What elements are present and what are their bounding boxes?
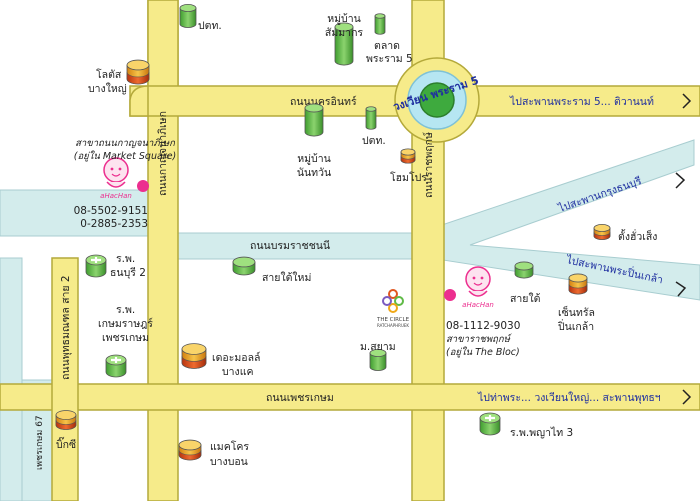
branch-phone: 08-1112-9030 bbox=[446, 320, 520, 332]
label-hosp-thonburi2: ร.พ. bbox=[116, 253, 135, 265]
arrow-right-icon bbox=[682, 389, 692, 405]
label-makro-2: บางบอน bbox=[210, 456, 248, 468]
label-moo-ban-nanthawan-2: นันทวัน bbox=[297, 167, 331, 179]
label-central: เซ็นทรัล bbox=[558, 305, 595, 319]
branch-note: (อยู่ใน The Bloc) bbox=[446, 346, 520, 358]
moo-ban-nanthawan-marker bbox=[304, 103, 324, 137]
lotus-marker bbox=[126, 59, 150, 85]
arrow-right-icon bbox=[682, 93, 692, 109]
label-hosp-kasemrat-2: เกษมราษฎร์ bbox=[98, 317, 153, 330]
label-central-2: ปิ่นเกล้า bbox=[558, 319, 594, 333]
label-hosp-kasemrat: ร.พ. bbox=[116, 304, 135, 316]
label-hosp-kasemrat-3: เพชรเกษม bbox=[102, 332, 149, 344]
road-label-kanchanaphisek: ถนนกาญจนาภิเษก bbox=[157, 111, 169, 196]
ptt-top-marker bbox=[179, 4, 197, 28]
tang-hua-seng-marker bbox=[593, 223, 611, 240]
label-the-mall: เดอะมอลล์ bbox=[212, 351, 260, 364]
branch-market-square: สาขาถนนกาญจนาภิเษก (อยู่ใน Market Square… bbox=[74, 138, 177, 230]
road-label-ratchaphruek: ถนนราชพฤกษ์ bbox=[422, 132, 435, 198]
label-sai-tai-mai: สายใต้ใหม่ bbox=[262, 271, 311, 284]
branch-phone-1: 08-5502-9151 bbox=[74, 205, 148, 217]
ptt-mid-marker bbox=[365, 106, 377, 130]
road-labels: ถนนนครอินทร์ ถนนบรมราชชนนี ถนนเพชรเกษม ถ… bbox=[35, 95, 435, 470]
makro-marker bbox=[178, 439, 202, 461]
road-label-borommaratchachonnani: ถนนบรมราชชนนี bbox=[250, 239, 330, 252]
branch-name: สาขาราชพฤกษ์ bbox=[446, 333, 512, 345]
label-makro: แมคโคร bbox=[210, 440, 249, 453]
road-label-phetkasem-67: เพชรเกษม 67 bbox=[35, 415, 45, 470]
road-label-nakhon-in: ถนนนครอินทร์ bbox=[290, 95, 357, 108]
label-lotus: โลตัส bbox=[96, 68, 122, 81]
hospital-cross-icon bbox=[91, 257, 101, 263]
arrow-right-icon bbox=[675, 172, 686, 189]
roundabout bbox=[394, 57, 480, 143]
pin-the-bloc bbox=[444, 289, 456, 301]
pin-market-square bbox=[137, 180, 149, 192]
road-label-phutthamonthon-sai2: ถนนพุทธมณฑล สาย 2 bbox=[60, 275, 72, 380]
label-talad-rama5: ตลาด bbox=[374, 40, 400, 52]
label-moo-ban-sammakorn: หมู่บ้าน bbox=[327, 13, 361, 25]
landmark-labels: ปตท. หมู่บ้าน สัมมากร ตลาด พระราม 5 โลตั… bbox=[56, 13, 657, 468]
branch-name: สาขาถนนกาญจนาภิเษก bbox=[75, 138, 176, 149]
label-moo-ban-nanthawan: หมู่บ้าน bbox=[297, 153, 331, 165]
m-siam-marker bbox=[369, 348, 387, 371]
label-moo-ban-sammakorn-2: สัมมากร bbox=[325, 27, 364, 39]
label-big-c: บิ๊กซี bbox=[56, 436, 76, 451]
svg-text:aHacHan: aHacHan bbox=[462, 301, 494, 309]
branch-phone-2: 0-2885-2353 bbox=[80, 218, 148, 230]
hosp-phyathai3-marker bbox=[479, 412, 501, 436]
svg-text:aHacHan: aHacHan bbox=[100, 192, 132, 200]
branch-pins bbox=[137, 180, 456, 301]
road-hook bbox=[129, 85, 149, 117]
label-the-mall-2: บางแค bbox=[222, 366, 253, 378]
hospital-cross-icon bbox=[111, 357, 121, 363]
markers bbox=[55, 4, 611, 461]
baby-logo-market-square: aHacHan bbox=[100, 157, 132, 200]
sai-tai-mai-marker bbox=[232, 256, 256, 276]
moo-ban-sammakorn-marker bbox=[334, 22, 354, 66]
branch-the-bloc: 08-1112-9030 สาขาราชพฤกษ์ (อยู่ใน The Bl… bbox=[446, 320, 520, 358]
label-tang-hua-seng: ตั้งฮั่วเส็ง bbox=[618, 229, 657, 243]
label-hosp-thonburi2-2: ธนบุรี 2 bbox=[110, 266, 146, 279]
arrow-right-icon bbox=[675, 281, 687, 297]
big-c-marker bbox=[55, 410, 77, 430]
svg-text:THE CIRCLE: THE CIRCLE bbox=[376, 317, 410, 323]
label-ptt-mid: ปตท. bbox=[362, 135, 386, 147]
svg-text:RATCHAPHRUEK: RATCHAPHRUEK bbox=[377, 323, 409, 328]
label-lotus-2: บางใหญ่ bbox=[88, 82, 127, 95]
talad-rama5-marker bbox=[374, 13, 386, 35]
label-ptt-top: ปตท. bbox=[198, 20, 222, 32]
the-mall-marker bbox=[181, 343, 207, 369]
hosp-thonburi2-marker bbox=[85, 254, 107, 278]
label-hosp-phyathai3: ร.พ.พญาไท 3 bbox=[510, 426, 573, 439]
label-talad-rama5-2: พระราม 5 bbox=[366, 53, 413, 65]
homepro-marker bbox=[400, 148, 416, 164]
direction-tha-phra: ไปท่าพระ... วงเวียนใหญ่... สะพานพุทธฯ bbox=[477, 391, 661, 404]
hosp-kasemrat-marker bbox=[105, 354, 127, 378]
baby-logo-the-bloc: aHacHan bbox=[462, 266, 494, 309]
central-marker bbox=[568, 273, 588, 295]
the-circle-logo: THE CIRCLE RATCHAPHRUEK bbox=[376, 289, 410, 328]
direction-arrows bbox=[675, 93, 692, 405]
label-sai-tai: สายใต้ bbox=[510, 292, 541, 305]
branch-note: (อยู่ใน Market Square) bbox=[74, 150, 177, 162]
label-homepro: โฮมโปร bbox=[390, 171, 427, 184]
label-m-siam: ม.สยาม bbox=[360, 341, 396, 353]
sai-tai-marker bbox=[514, 261, 534, 279]
hospital-cross-icon bbox=[485, 415, 495, 421]
road-label-phetkasem: ถนนเพชรเกษม bbox=[266, 392, 334, 404]
direction-rama5-tiwanon: ไปสะพานพระราม 5... ติวานนท์ bbox=[509, 95, 654, 108]
